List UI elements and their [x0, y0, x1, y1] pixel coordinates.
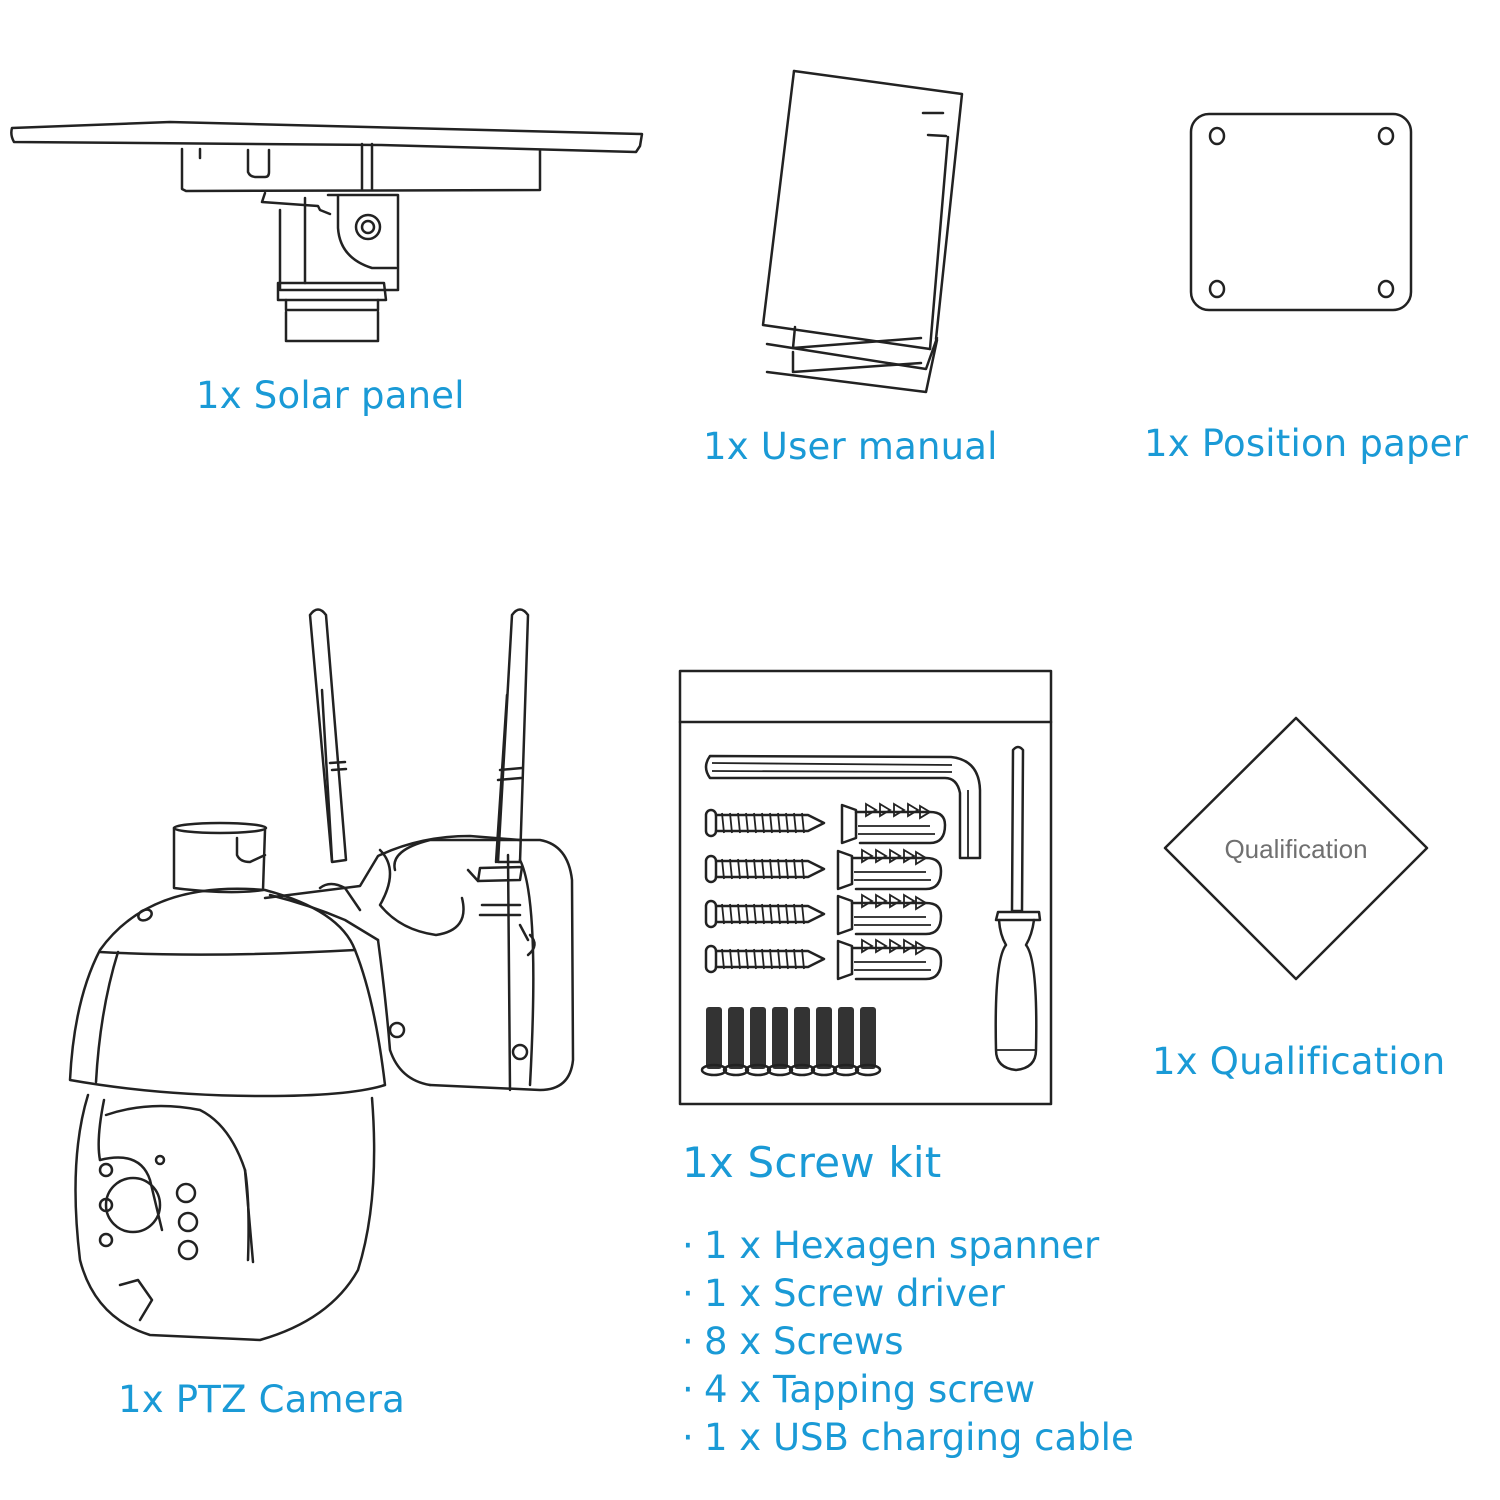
list-item: ·1 x USB charging cable [682, 1414, 1134, 1462]
bullet: · [682, 1320, 694, 1363]
screw-kit-illustration [678, 669, 1053, 1106]
list-item: ·1 x Hexagen spanner [682, 1222, 1134, 1270]
qualification-label: 1x Qualification [1152, 1040, 1446, 1083]
solar-panel-illustration [10, 120, 644, 343]
screw-kit-contents-list: ·1 x Hexagen spanner ·1 x Screw driver ·… [682, 1222, 1134, 1462]
ptz-camera-illustration [68, 608, 575, 1342]
user-manual-label: 1x User manual [703, 425, 998, 468]
ptz-camera-label: 1x PTZ Camera [118, 1378, 406, 1421]
bullet: · [682, 1368, 694, 1411]
list-item: ·4 x Tapping screw [682, 1366, 1134, 1414]
solar-panel-label: 1x Solar panel [196, 374, 465, 417]
screw-kit-label: 1x Screw kit [682, 1138, 942, 1187]
qualification-card-illustration: Qualification [1163, 716, 1429, 981]
list-item-text: 1 x USB charging cable [704, 1416, 1134, 1459]
position-paper-illustration [1189, 112, 1413, 312]
list-item-text: 8 x Screws [704, 1320, 904, 1363]
tapping-screws [704, 802, 947, 981]
list-item: ·1 x Screw driver [682, 1270, 1134, 1318]
bullet: · [682, 1224, 694, 1267]
list-item-text: 1 x Screw driver [704, 1272, 1005, 1315]
list-item-text: 4 x Tapping screw [704, 1368, 1036, 1411]
user-manual-illustration [761, 69, 964, 394]
qualification-card-text: Qualification [1224, 834, 1367, 864]
list-item-text: 1 x Hexagen spanner [704, 1224, 1100, 1267]
bullet: · [682, 1272, 694, 1315]
bullet: · [682, 1416, 694, 1459]
position-paper-label: 1x Position paper [1144, 422, 1469, 465]
list-item: ·8 x Screws [682, 1318, 1134, 1366]
small-screws [700, 1007, 882, 1077]
